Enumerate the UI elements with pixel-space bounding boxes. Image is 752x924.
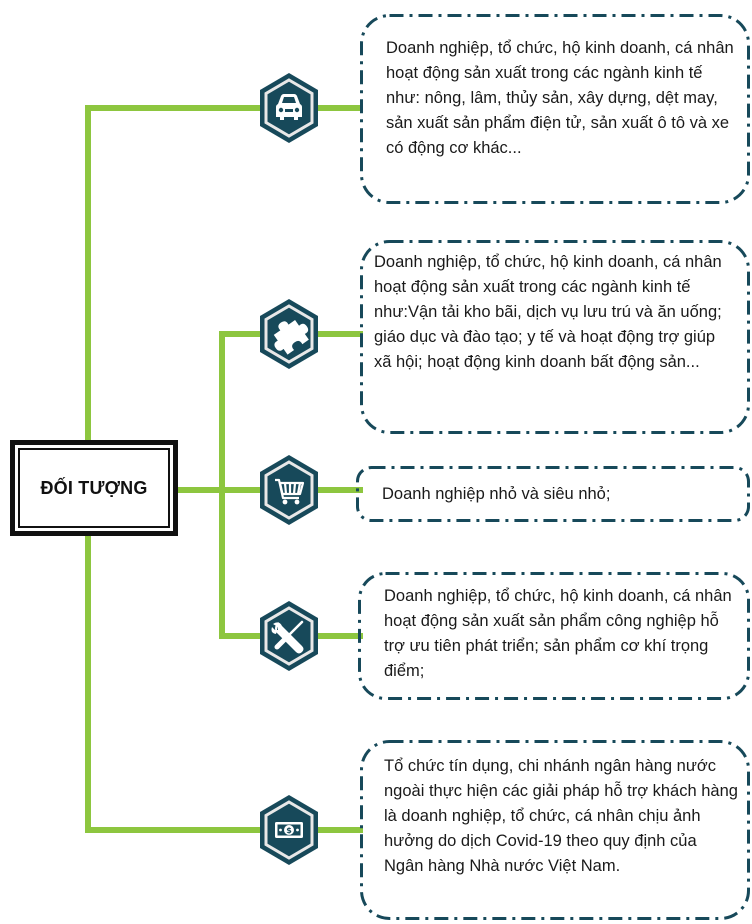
hex-car — [258, 72, 320, 144]
card-4-text: Doanh nghiệp, tổ chức, hộ kinh doanh, cá… — [384, 587, 732, 680]
card-1-text: Doanh nghiệp, tổ chức, hộ kinh doanh, cá… — [386, 39, 734, 157]
root-label: ĐỐI TƯỢNG — [40, 477, 148, 498]
shopping-cart-icon — [260, 455, 318, 525]
connector-branch-4 — [219, 487, 265, 639]
card-4-frame — [358, 572, 750, 700]
card-5: Tổ chức tín dụng, chi nhánh ngân hàng nư… — [360, 740, 750, 920]
hex-puzzle — [258, 298, 320, 370]
card-2-frame — [360, 240, 750, 434]
connector-branch-1 — [85, 105, 265, 443]
svg-text:$: $ — [286, 826, 292, 835]
card-1-frame — [360, 14, 750, 204]
card-2-text: Doanh nghiệp, tổ chức, hộ kinh doanh, cá… — [374, 253, 722, 371]
hex-cart — [258, 454, 320, 526]
card-3-text: Doanh nghiệp nhỏ và siêu nhỏ; — [382, 485, 611, 503]
card-5-text: Tổ chức tín dụng, chi nhánh ngân hàng nư… — [384, 757, 738, 875]
puzzle-icon — [260, 299, 318, 369]
hex-tools — [258, 600, 320, 672]
card-4: Doanh nghiệp, tổ chức, hộ kinh doanh, cá… — [358, 572, 750, 700]
hex-money: $ — [258, 794, 320, 866]
card-1: Doanh nghiệp, tổ chức, hộ kinh doanh, cá… — [360, 14, 750, 204]
card-5-frame — [360, 740, 750, 920]
car-icon — [260, 73, 318, 143]
money-icon: $ — [260, 795, 318, 865]
card-3-frame — [356, 466, 750, 522]
root-node: ĐỐI TƯỢNG — [10, 440, 178, 536]
tools-icon — [260, 601, 318, 671]
card-2: Doanh nghiệp, tổ chức, hộ kinh doanh, cá… — [360, 240, 750, 434]
connector-branch-5 — [85, 533, 265, 833]
card-3: Doanh nghiệp nhỏ và siêu nhỏ; — [356, 466, 750, 522]
connector-branch-2 — [219, 331, 265, 493]
